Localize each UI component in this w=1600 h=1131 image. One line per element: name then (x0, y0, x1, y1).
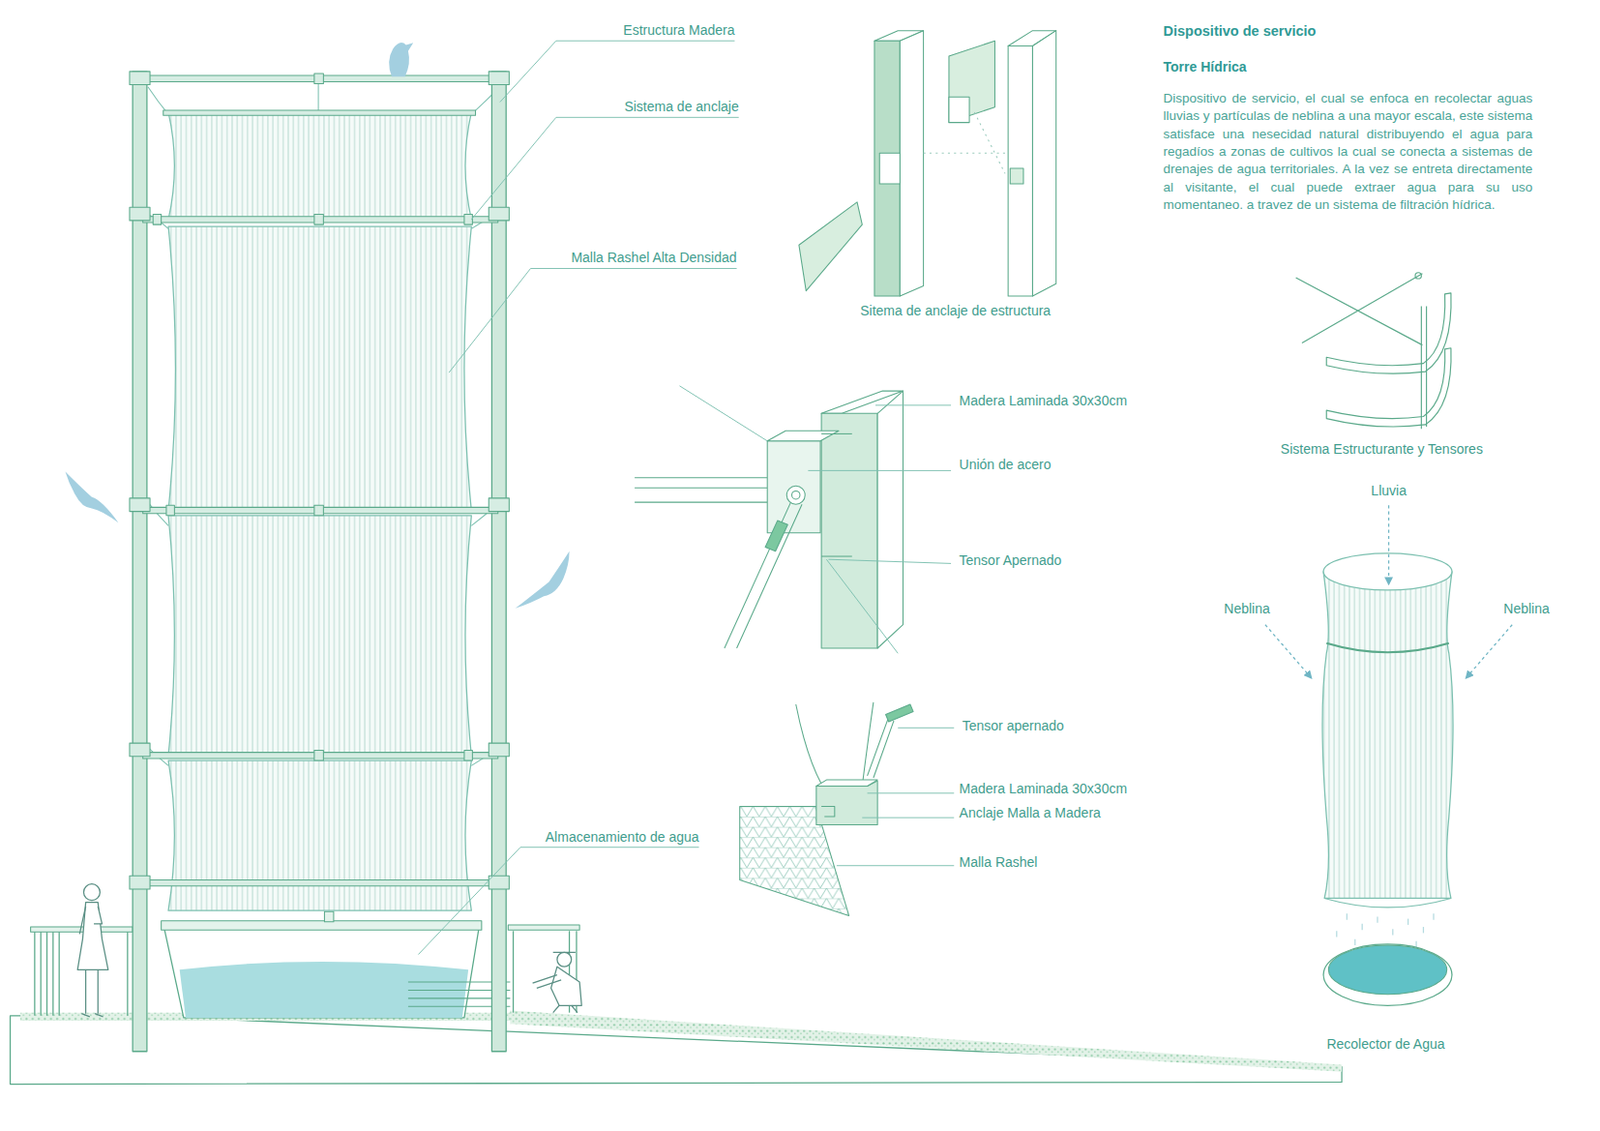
part-label: Madera Laminada 30x30cm (959, 780, 1128, 797)
part-label: Neblina (1223, 600, 1270, 617)
description-text: Dispositivo de servicio, el cual se enfo… (1163, 89, 1534, 215)
part-label: Sistema de anclaje (623, 98, 739, 115)
part-label: Recolector de Agua (1326, 1036, 1445, 1052)
part-label: Lluvia (1370, 482, 1407, 499)
part-label: Malla Rashel (959, 854, 1038, 870)
part-label: Malla Rashel Alta Densidad (570, 249, 737, 266)
part-label: Anclaje Malla a Madera (959, 804, 1101, 821)
part-label: Neblina (1503, 600, 1549, 617)
part-label: Sistema Estructurante y Tensores (1280, 441, 1483, 457)
subtitle: Torre Hídrica (1163, 59, 1247, 75)
part-label: Unión de acero (959, 456, 1052, 473)
part-label: Sitema de anclaje de estructura (859, 302, 1051, 319)
part-label: Tensor apernado (962, 717, 1065, 734)
part-label: Madera Laminada 30x30cm (959, 392, 1128, 409)
part-label: Estructura Madera (622, 22, 735, 38)
title: Dispositivo de servicio (1163, 23, 1317, 39)
part-label: Almacenamiento de agua (545, 829, 700, 845)
part-label: Tensor Apernado (959, 552, 1063, 568)
